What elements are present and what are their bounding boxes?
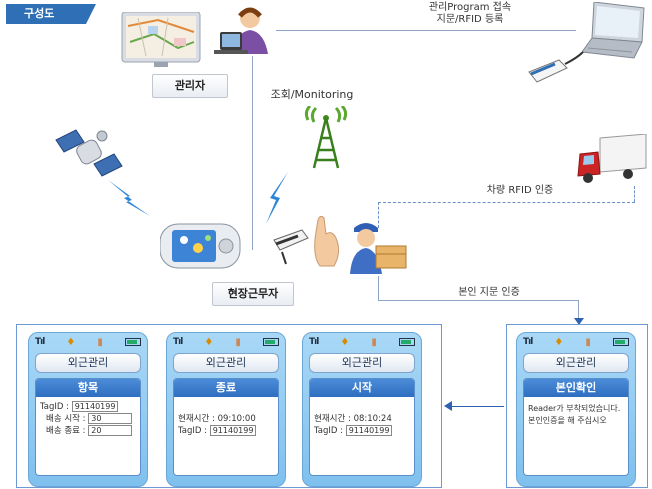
screen-body: 현재시간 : 08:10:24 TagID : 91140199 — [310, 397, 414, 441]
app-title-button[interactable]: 외근관리 — [523, 353, 629, 373]
screen-header: 항목 — [36, 379, 140, 397]
lock-icon: ▮ — [585, 336, 591, 348]
fingerprint-auth-connector — [378, 300, 578, 301]
battery-icon — [262, 338, 279, 346]
vehicle-rfid-connector — [378, 202, 379, 228]
tag-id-field[interactable]: 91140199 — [209, 425, 257, 436]
field-label: 배송 종료 : — [46, 426, 86, 436]
tag-id-field[interactable]: 91140199 — [345, 425, 393, 436]
wireless-bolt-icon — [108, 178, 152, 218]
app-title-button[interactable]: 외근관리 — [35, 353, 141, 373]
admin-label: 관리자 — [152, 74, 228, 98]
phone-start-screen: Tıl ♦ ▮ 외근관리 시작 현재시간 : 08:10:24 TagID : … — [302, 332, 422, 487]
register-note: 지문/RFID 등록 — [436, 14, 504, 25]
delivery-worker-icon — [348, 218, 410, 276]
field-label: 현재시간 : — [178, 414, 215, 424]
tag-id-field[interactable]: 91140199 — [71, 401, 119, 412]
fingerprint-auth-connector — [378, 276, 379, 300]
lock-icon: ▮ — [97, 336, 103, 348]
vehicle-rfid-note: 차량 RFID 인증 — [486, 185, 554, 196]
delivery-start-field[interactable]: 30 — [88, 413, 133, 424]
fingerprint-reader-icon — [272, 212, 344, 268]
satellite-icon — [54, 124, 124, 180]
battery-icon — [124, 338, 141, 346]
fingerprint-auth-note: 본인 지문 인증 — [458, 287, 520, 298]
identity-to-flow-connector — [452, 406, 504, 407]
map-monitor-icon — [118, 11, 204, 70]
monitoring-note: 조회/Monitoring — [270, 88, 354, 101]
status-bar: Tıl ♦ ▮ — [303, 333, 421, 351]
signal-icon: Tıl — [309, 337, 319, 347]
current-time-value: 08:10:24 — [353, 414, 392, 424]
admin-vertical-connector — [252, 56, 253, 250]
bell-icon: ♦ — [66, 336, 76, 348]
arrow-left-icon — [444, 401, 452, 411]
admin-laptop-connector — [276, 30, 576, 31]
headset-operator-icon — [210, 4, 274, 56]
app-title-button[interactable]: 외근관리 — [309, 353, 415, 373]
field-label: TagID : — [314, 426, 344, 436]
status-bar: Tıl ♦ ▮ — [29, 333, 147, 351]
authenticate-prompt: 본인인증을 해 주십시오 — [528, 416, 607, 425]
bell-icon: ♦ — [340, 336, 350, 348]
phone-screen: 시작 현재시간 : 08:10:24 TagID : 91140199 — [309, 378, 415, 476]
phone-end-screen: Tıl ♦ ▮ 외근관리 종료 현재시간 : 09:10:00 TagID : … — [166, 332, 286, 487]
current-time-value: 09:10:00 — [217, 414, 256, 424]
program-note: 관리Program 접속 — [428, 2, 512, 13]
signal-icon: Tıl — [35, 337, 45, 347]
battery-icon — [612, 338, 629, 346]
screen-header: 시작 — [310, 379, 414, 397]
status-bar: Tıl ♦ ▮ — [167, 333, 285, 351]
screen-body: TagID : 91140199 배송 시작 : 30 배송 종료 : 20 — [36, 397, 140, 441]
screen-body: 현재시간 : 09:10:00 TagID : 91140199 — [174, 397, 278, 441]
lock-icon: ▮ — [235, 336, 241, 348]
field-label: 배송 시작 : — [46, 414, 86, 424]
phone-screen: 본인확인 Reader가 부착되었습니다. 본인인증을 해 주십시오 — [523, 378, 629, 476]
phone-identity-screen: Tıl ♦ ▮ 외근관리 본인확인 Reader가 부착되었습니다. 본인인증을… — [516, 332, 636, 487]
signal-icon: Tıl — [173, 337, 183, 347]
signal-icon: Tıl — [523, 337, 533, 347]
wireless-bolt-icon — [264, 172, 290, 224]
bell-icon: ♦ — [554, 336, 564, 348]
truck-icon — [576, 133, 648, 186]
bell-icon: ♦ — [204, 336, 214, 348]
field-label: TagID : — [178, 426, 208, 436]
pda-device-icon — [159, 220, 242, 270]
app-title-button[interactable]: 외근관리 — [173, 353, 279, 373]
antenna-tower-icon — [300, 104, 352, 170]
delivery-end-field[interactable]: 20 — [88, 425, 133, 436]
battery-icon — [398, 338, 415, 346]
vehicle-rfid-connector — [634, 186, 635, 202]
phone-screen: 종료 현재시간 : 09:10:00 TagID : 91140199 — [173, 378, 279, 476]
arrow-down-icon — [574, 318, 584, 325]
laptop-icon — [581, 1, 650, 62]
field-label: TagID : — [40, 402, 70, 412]
status-bar: Tıl ♦ ▮ — [517, 333, 635, 351]
field-label: 현재시간 : — [314, 414, 351, 424]
screen-body: Reader가 부착되었습니다. 본인인증을 해 주십시오 — [524, 397, 628, 431]
field-worker-label: 현장근무자 — [212, 282, 294, 306]
vehicle-rfid-connector — [378, 202, 635, 203]
reader-attached-message: Reader가 부착되었습니다. — [528, 404, 621, 413]
phone-items-screen: Tıl ♦ ▮ 외근관리 항목 TagID : 91140199 배송 시작 :… — [28, 332, 148, 487]
section-tag: 구성도 — [6, 4, 96, 24]
lock-icon: ▮ — [371, 336, 377, 348]
screen-header: 종료 — [174, 379, 278, 397]
usb-reader-icon — [525, 50, 587, 88]
phone-screen: 항목 TagID : 91140199 배송 시작 : 30 배송 종료 : 2… — [35, 378, 141, 476]
fingerprint-auth-connector — [578, 300, 579, 318]
screen-header: 본인확인 — [524, 379, 628, 397]
